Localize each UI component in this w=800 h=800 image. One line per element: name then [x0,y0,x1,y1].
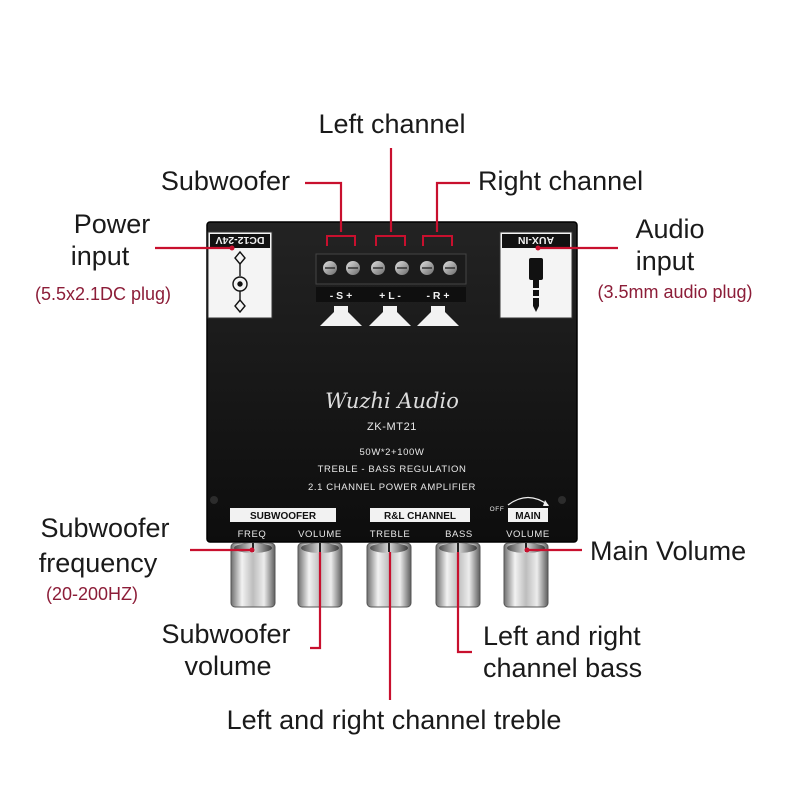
terminal-label-left: + L - [379,290,401,302]
off-label: OFF [490,506,505,513]
knob-label-bass: BASS [445,529,473,540]
callout-power-input-line2: input [71,241,130,271]
knob-label-treble: TREBLE [370,529,411,540]
speaker-terminals: - S + + L - - R + [315,253,467,326]
terminal-label-subwoofer: - S + [330,290,352,302]
spec-power: 50W*2+100W [360,447,425,458]
brand-name: Wuzhi Audio [325,389,459,413]
spec-regulation: TREBLE - BASS REGULATION [318,464,467,475]
leader-lines [155,148,618,700]
aux-label: AUX-IN [518,234,554,246]
terminal-label-right: - R + [426,290,449,302]
callout-audio-input-line2: input [636,246,695,276]
callout-audio-input-note: (3.5mm audio plug) [597,282,752,302]
callout-lr-bass-line2: channel bass [483,653,642,683]
callout-left-channel: Left channel [318,109,465,139]
callout-sub-volume-line2: volume [184,651,271,681]
knob-freq[interactable] [230,542,276,608]
board-branding: Wuzhi Audio ZK-MT21 50W*2+100W TREBLE - … [308,389,476,493]
spec-type: 2.1 CHANNEL POWER AMPLIFIER [308,482,476,493]
power-input-jack: DC12-24V [207,231,273,319]
dc-polarity-icon [232,250,248,314]
screw-terminal-icon [323,261,457,275]
mounting-hole-icon [558,496,566,504]
knob-group-labels: SUBWOOFER R&L CHANNEL MAIN OFF FREQ VOLU… [230,496,550,540]
audio-plug-icon [529,258,543,312]
callout-power-input-line1: Power [74,209,151,239]
mounting-hole-icon [210,496,218,504]
power-label: DC12-24V [215,234,264,246]
callout-lr-bass-line1: Left and right [483,621,641,651]
callout-sub-freq-note: (20-200HZ) [46,584,138,604]
callout-power-input-note: (5.5x2.1DC plug) [35,284,171,304]
knob-label-freq: FREQ [238,529,267,540]
knob-label-sub-volume: VOLUME [298,529,342,540]
callout-lr-treble: Left and right channel treble [227,705,562,735]
group-rl-label: R&L CHANNEL [384,511,456,522]
group-main-label: MAIN [515,511,541,522]
callout-sub-freq-line2: frequency [39,548,158,578]
callout-labels: Left channel Subwoofer Right channel Pow… [35,109,753,735]
model-number: ZK-MT21 [367,421,417,433]
knob-main-volume[interactable] [503,542,549,608]
callout-sub-freq-line1: Subwoofer [40,513,169,543]
aux-input-jack: AUX-IN [499,231,573,319]
callout-right-channel: Right channel [478,166,643,196]
group-subwoofer-label: SUBWOOFER [250,511,317,522]
callout-main-volume: Main Volume [590,536,746,566]
speaker-icon [320,306,459,326]
callout-sub-volume-line1: Subwoofer [161,619,290,649]
callout-audio-input-line1: Audio [635,214,704,244]
knob-label-main-volume: VOLUME [506,529,550,540]
callout-subwoofer: Subwoofer [161,166,290,196]
